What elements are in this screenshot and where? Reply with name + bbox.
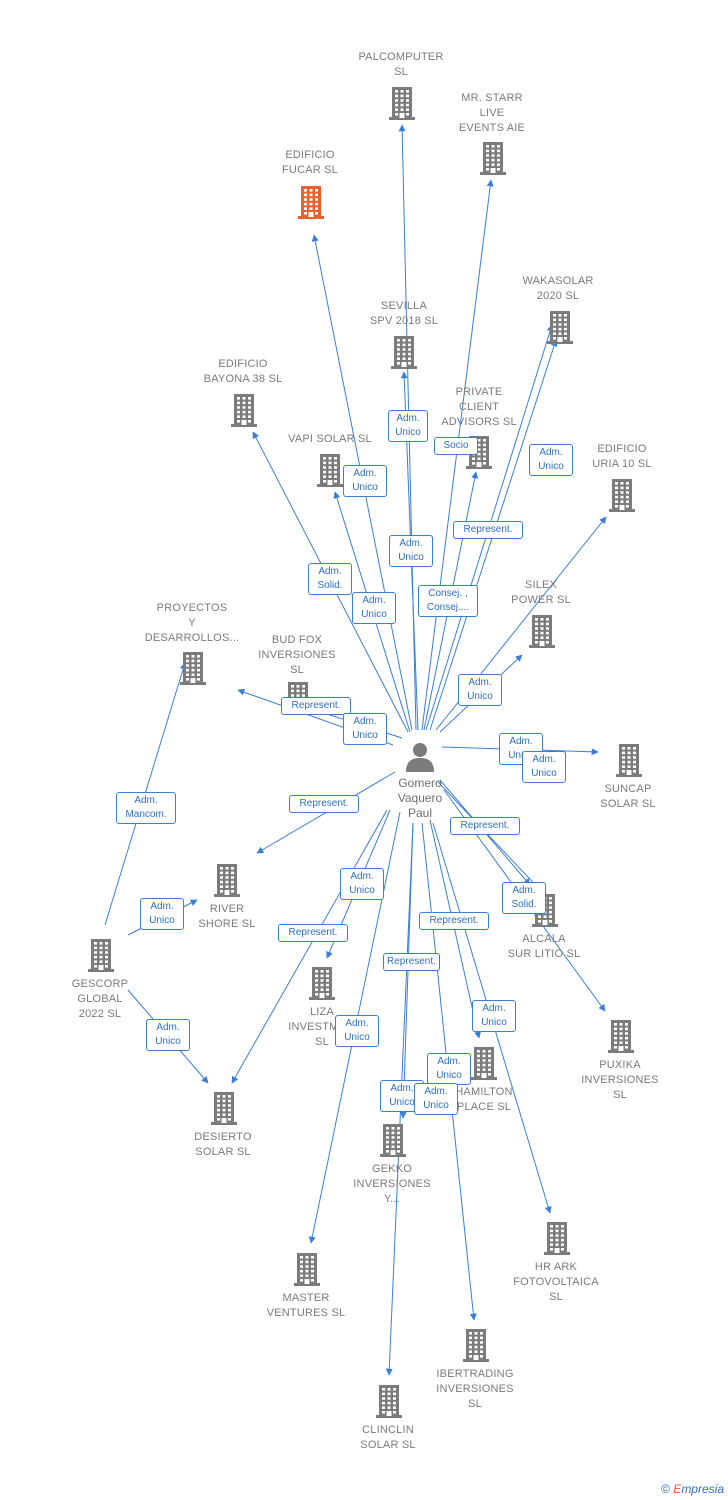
relation-badge[interactable]: Represent. (419, 912, 489, 930)
company-label-private[interactable]: PRIVATE CLIENT ADVISORS SL (441, 386, 517, 428)
relation-badge[interactable]: Adm. Unico (389, 535, 433, 567)
relation-badge[interactable]: Socio (434, 437, 478, 455)
relation-badge[interactable]: Represent. (453, 521, 523, 539)
building-icon[interactable] (231, 393, 257, 427)
company-label-uria[interactable]: EDIFICIO URIA 10 SL (592, 443, 652, 470)
building-icon[interactable] (471, 1046, 497, 1080)
building-icon[interactable] (211, 1091, 237, 1125)
relation-badge[interactable]: Represent. (450, 817, 520, 835)
relation-badge[interactable]: Consej. , Consej.... (418, 585, 478, 617)
relation-badge[interactable]: Adm. Solid. (502, 882, 546, 914)
relation-badge[interactable]: Adm. Unico (146, 1019, 190, 1051)
building-icon[interactable] (391, 335, 417, 369)
relation-badge[interactable]: Adm. Mancom. (116, 792, 176, 824)
building-icon[interactable] (529, 614, 555, 648)
relation-badge[interactable]: Represent. (289, 795, 359, 813)
relation-badge[interactable]: Adm. Unico (427, 1053, 471, 1085)
company-label-proyectos[interactable]: PROYECTOS Y DESARROLLOS... (144, 602, 240, 644)
company-label-sevilla[interactable]: SEVILLA SPV 2018 SL (369, 300, 439, 327)
building-icon[interactable] (180, 651, 206, 685)
company-label-silex[interactable]: SILEX POWER SL (511, 579, 571, 606)
company-label-hamilton[interactable]: HAMILTON PLACE SL (455, 1086, 513, 1113)
building-icon[interactable] (389, 86, 415, 120)
building-icon[interactable] (376, 1384, 402, 1418)
building-icon[interactable] (88, 938, 114, 972)
company-label-fucar[interactable]: EDIFICIO FUCAR SL (282, 149, 338, 176)
relation-badge[interactable]: Adm. Unico (414, 1083, 458, 1115)
relation-badge[interactable]: Adm. Solid. (308, 563, 352, 595)
company-label-master[interactable]: MASTER VENTURES SL (266, 1292, 346, 1319)
building-icon[interactable] (480, 141, 506, 175)
company-label-river[interactable]: RIVER SHORE SL (198, 903, 256, 930)
relation-badge[interactable]: Adm. Unico (335, 1015, 379, 1047)
building-icon[interactable] (609, 478, 635, 512)
relation-badge[interactable]: Represent. (278, 924, 348, 942)
edge-center-desierto (231, 809, 388, 1084)
edge-center-mrstarr (421, 179, 494, 731)
company-label-budfox[interactable]: BUD FOX INVERSIONES SL (258, 634, 336, 676)
building-icon[interactable] (616, 743, 642, 777)
relation-badge[interactable]: Adm. Unico (529, 444, 573, 476)
relation-badge[interactable]: Adm. Unico (140, 898, 184, 930)
company-label-suncap[interactable]: SUNCAP SOLAR SL (600, 783, 656, 810)
company-label-palcomputer[interactable]: PALCOMPUTER SL (358, 51, 444, 78)
relation-badge[interactable]: Represent. (281, 697, 351, 715)
building-icon[interactable] (309, 966, 335, 1000)
relation-badge[interactable]: Adm. Unico (472, 1000, 516, 1032)
relation-badge[interactable]: Represent. (383, 953, 440, 971)
person-node[interactable]: Gomero Vaquero Paul (375, 738, 465, 828)
company-label-gekko[interactable]: GEKKO INVERSIONES Y... (353, 1163, 431, 1205)
person-icon (406, 743, 434, 772)
company-label-mrstarr[interactable]: MR. STARR LIVE EVENTS AIE (458, 92, 526, 134)
company-label-clinclin[interactable]: CLINCLIN SOLAR SL (360, 1424, 416, 1451)
company-label-gescorp[interactable]: GESCORP GLOBAL 2022 SL (71, 978, 129, 1020)
company-label-ibertrading[interactable]: IBERTRADING INVERSIONES SL (436, 1368, 514, 1410)
building-icon[interactable] (294, 1252, 320, 1286)
footer-brand: © Empresia (661, 1482, 724, 1496)
company-label-desierto[interactable]: DESIERTO SOLAR SL (194, 1131, 252, 1158)
edge-center-alcala (437, 781, 546, 896)
relation-badge[interactable]: Adm. Unico (340, 868, 384, 900)
building-icon[interactable] (608, 1019, 634, 1053)
brand-initial: E (673, 1482, 682, 1496)
building-icon[interactable] (214, 863, 240, 897)
relation-badge[interactable]: Adm. Unico (352, 592, 396, 624)
building-icon[interactable] (298, 185, 324, 219)
relation-badge[interactable]: Adm. Unico (343, 713, 387, 745)
relation-badge[interactable]: Adm. Unico (458, 674, 502, 706)
building-icon[interactable] (317, 453, 343, 487)
relation-badge[interactable]: Adm. Unico (522, 751, 566, 783)
relation-badge[interactable]: Adm. Unico (388, 410, 428, 442)
company-label-alcala[interactable]: ALCALA SUR LITIO SL (507, 933, 581, 960)
company-label-vapi[interactable]: VAPI SOLAR SL (288, 433, 372, 445)
building-icon[interactable] (380, 1123, 406, 1157)
building-icon[interactable] (544, 1221, 570, 1255)
copyright-icon: © (661, 1482, 670, 1496)
building-icon[interactable] (547, 310, 573, 344)
company-label-puxika[interactable]: PUXIKA INVERSIONES SL (581, 1059, 659, 1101)
brand-name: mpresia (681, 1482, 724, 1496)
person-name: Gomero Vaquero Paul (397, 776, 443, 820)
company-label-wakasolar[interactable]: WAKASOLAR 2020 SL (522, 275, 594, 302)
building-icon[interactable] (463, 1328, 489, 1362)
company-label-hrark[interactable]: HR ARK FOTOVOLTAICA SL (513, 1261, 599, 1303)
relation-badge[interactable]: Adm. Unico (343, 465, 387, 497)
company-label-bayona[interactable]: EDIFICIO BAYONA 38 SL (203, 358, 283, 385)
